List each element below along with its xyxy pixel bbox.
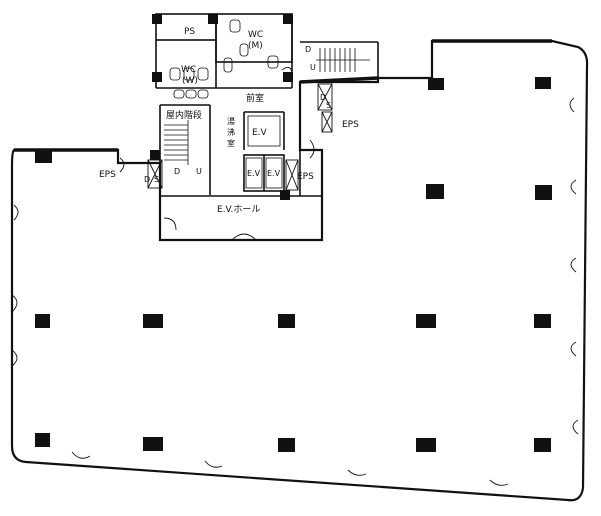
column [278, 438, 295, 452]
ps-label: PS [184, 27, 195, 37]
ds-right-d-label: D [320, 93, 326, 102]
yuwakashi-label-3: 室 [227, 138, 235, 148]
wc-men-label: WC [248, 30, 263, 40]
room-labels: PS WC (M) WC (W) 前室 屋内階段 湯 沸 室 E.V E.V E… [99, 27, 359, 215]
column [35, 314, 50, 328]
eps-right-label: EPS [342, 120, 359, 130]
column [283, 72, 293, 82]
wc-women-label: WC [181, 65, 196, 75]
stairs-left [164, 120, 189, 165]
column [35, 151, 52, 163]
thick-wall-segments [14, 39, 552, 152]
column [534, 438, 551, 452]
elevator-cars [245, 115, 283, 189]
wc-men-sub-label: (M) [248, 41, 263, 51]
column [426, 184, 444, 199]
stairs-right [316, 48, 370, 72]
column [428, 78, 444, 90]
stair2-up-label: U [310, 63, 316, 72]
maeshitsu-label: 前室 [246, 92, 264, 104]
column [280, 190, 290, 200]
column [278, 314, 295, 328]
elevator-label-1: E.V [252, 128, 268, 138]
outer-walls [10, 39, 589, 502]
column [152, 14, 162, 24]
column [208, 14, 218, 24]
okunai-kaidan-label: 屋内階段 [166, 109, 202, 121]
column [150, 150, 160, 160]
column [416, 438, 436, 452]
elevator-label-3: E.V [267, 169, 281, 178]
ds-right-s-label: S [326, 101, 331, 110]
door-swings [11, 67, 579, 486]
stair-up-label: U [196, 167, 202, 176]
column [152, 72, 162, 82]
column [416, 314, 436, 328]
ds-left-s-label: S [154, 175, 159, 184]
yuwakashi-label-2: 沸 [227, 127, 235, 137]
wc-women-sub-label: (W) [182, 76, 198, 86]
toilet-fixtures [169, 19, 279, 99]
column [535, 77, 551, 89]
ev-hall-label: E.V.ホール [217, 204, 260, 215]
eps-left-label: EPS [99, 170, 116, 180]
yuwakashi-label-1: 湯 [227, 116, 235, 126]
ds-left-d-label: D [144, 175, 150, 184]
column [35, 433, 50, 447]
column [143, 437, 163, 451]
stair-down-label: D [174, 167, 180, 176]
column [143, 314, 163, 328]
column [534, 314, 551, 328]
eps-mid-label: EPS [297, 172, 314, 182]
stair2-down-label: D [305, 45, 311, 54]
elevator-label-2: E.V [247, 169, 261, 178]
column [283, 14, 293, 24]
columns [35, 14, 552, 452]
column [535, 185, 552, 200]
